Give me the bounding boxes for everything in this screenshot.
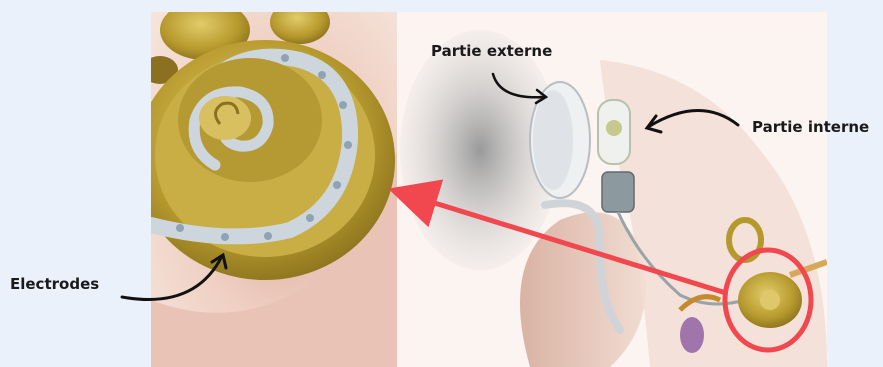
cochlea-closeup-panel — [135, 0, 397, 367]
implant-overview-panel — [397, 12, 827, 367]
internal-part-label: Partie interne — [752, 118, 869, 136]
external-part-label: Partie externe — [431, 42, 552, 60]
electrodes-label: Electrodes — [10, 275, 99, 293]
